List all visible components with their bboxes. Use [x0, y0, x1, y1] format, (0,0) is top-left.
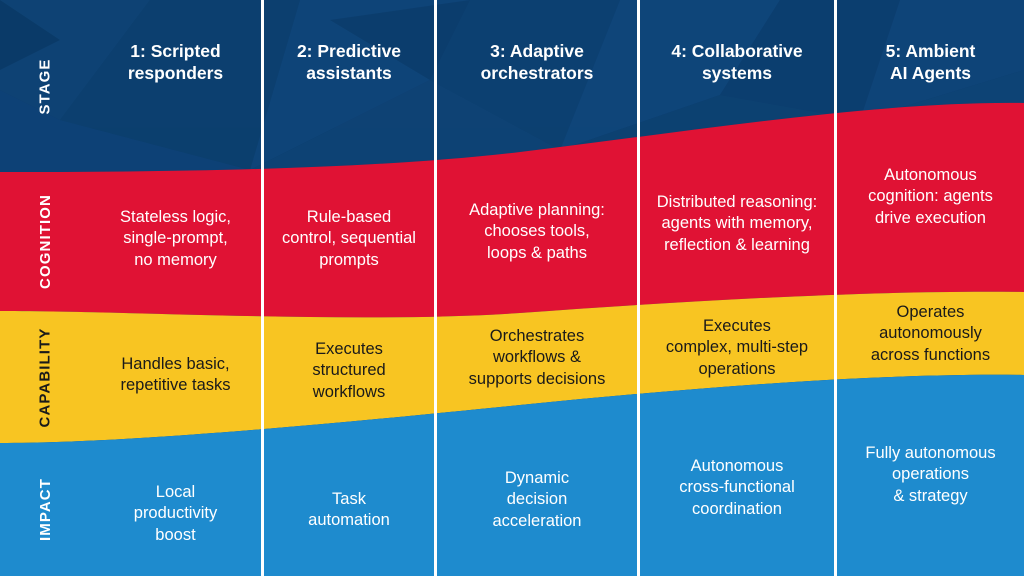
column-divider-3 [637, 0, 640, 576]
cell-stage-1-cognition: Stateless logic,single-prompt,no memory [120, 208, 231, 269]
column-divider-1 [261, 0, 264, 576]
impact-band [0, 374, 1024, 576]
column-divider-4 [834, 0, 837, 576]
cell-stage-4-cognition: Distributed reasoning:agents with memory… [656, 193, 818, 254]
column-divider-2 [434, 0, 437, 576]
capability-band [0, 291, 1024, 443]
cell-stage-1-capability: Handles basic,repetitive tasks [120, 354, 231, 394]
cell-stage-3-cognition: Adaptive planning:chooses tools,loops & … [469, 201, 605, 262]
cognition-band [0, 102, 1024, 318]
